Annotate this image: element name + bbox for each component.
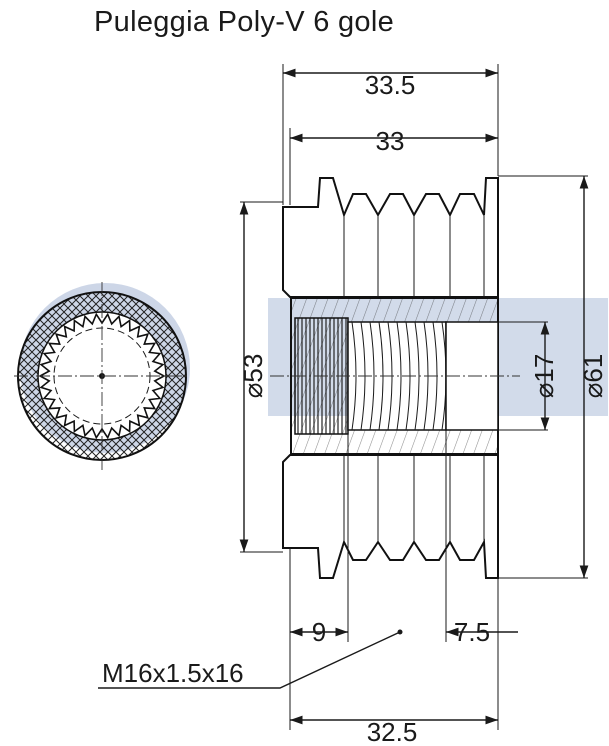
dim-right-offset: 7.5 — [454, 617, 490, 647]
drawing-title: Puleggia Poly-V 6 gole — [94, 6, 395, 38]
pulley-section-view — [270, 177, 520, 579]
dim-overall-length: 33.5 — [365, 70, 416, 100]
dim-thread-depth: 9 — [312, 617, 326, 647]
dim-diameter-17: ⌀17 — [529, 354, 559, 399]
end-view — [14, 282, 190, 470]
dim-bottom-length: 32.5 — [367, 717, 418, 746]
dimension-lines — [98, 64, 589, 730]
dim-length-33: 33 — [376, 126, 405, 156]
dim-diameter-53: ⌀53 — [238, 354, 268, 399]
thread-spec-note: M16x1.5x16 — [102, 658, 244, 688]
dim-diameter-61: ⌀61 — [578, 354, 608, 399]
